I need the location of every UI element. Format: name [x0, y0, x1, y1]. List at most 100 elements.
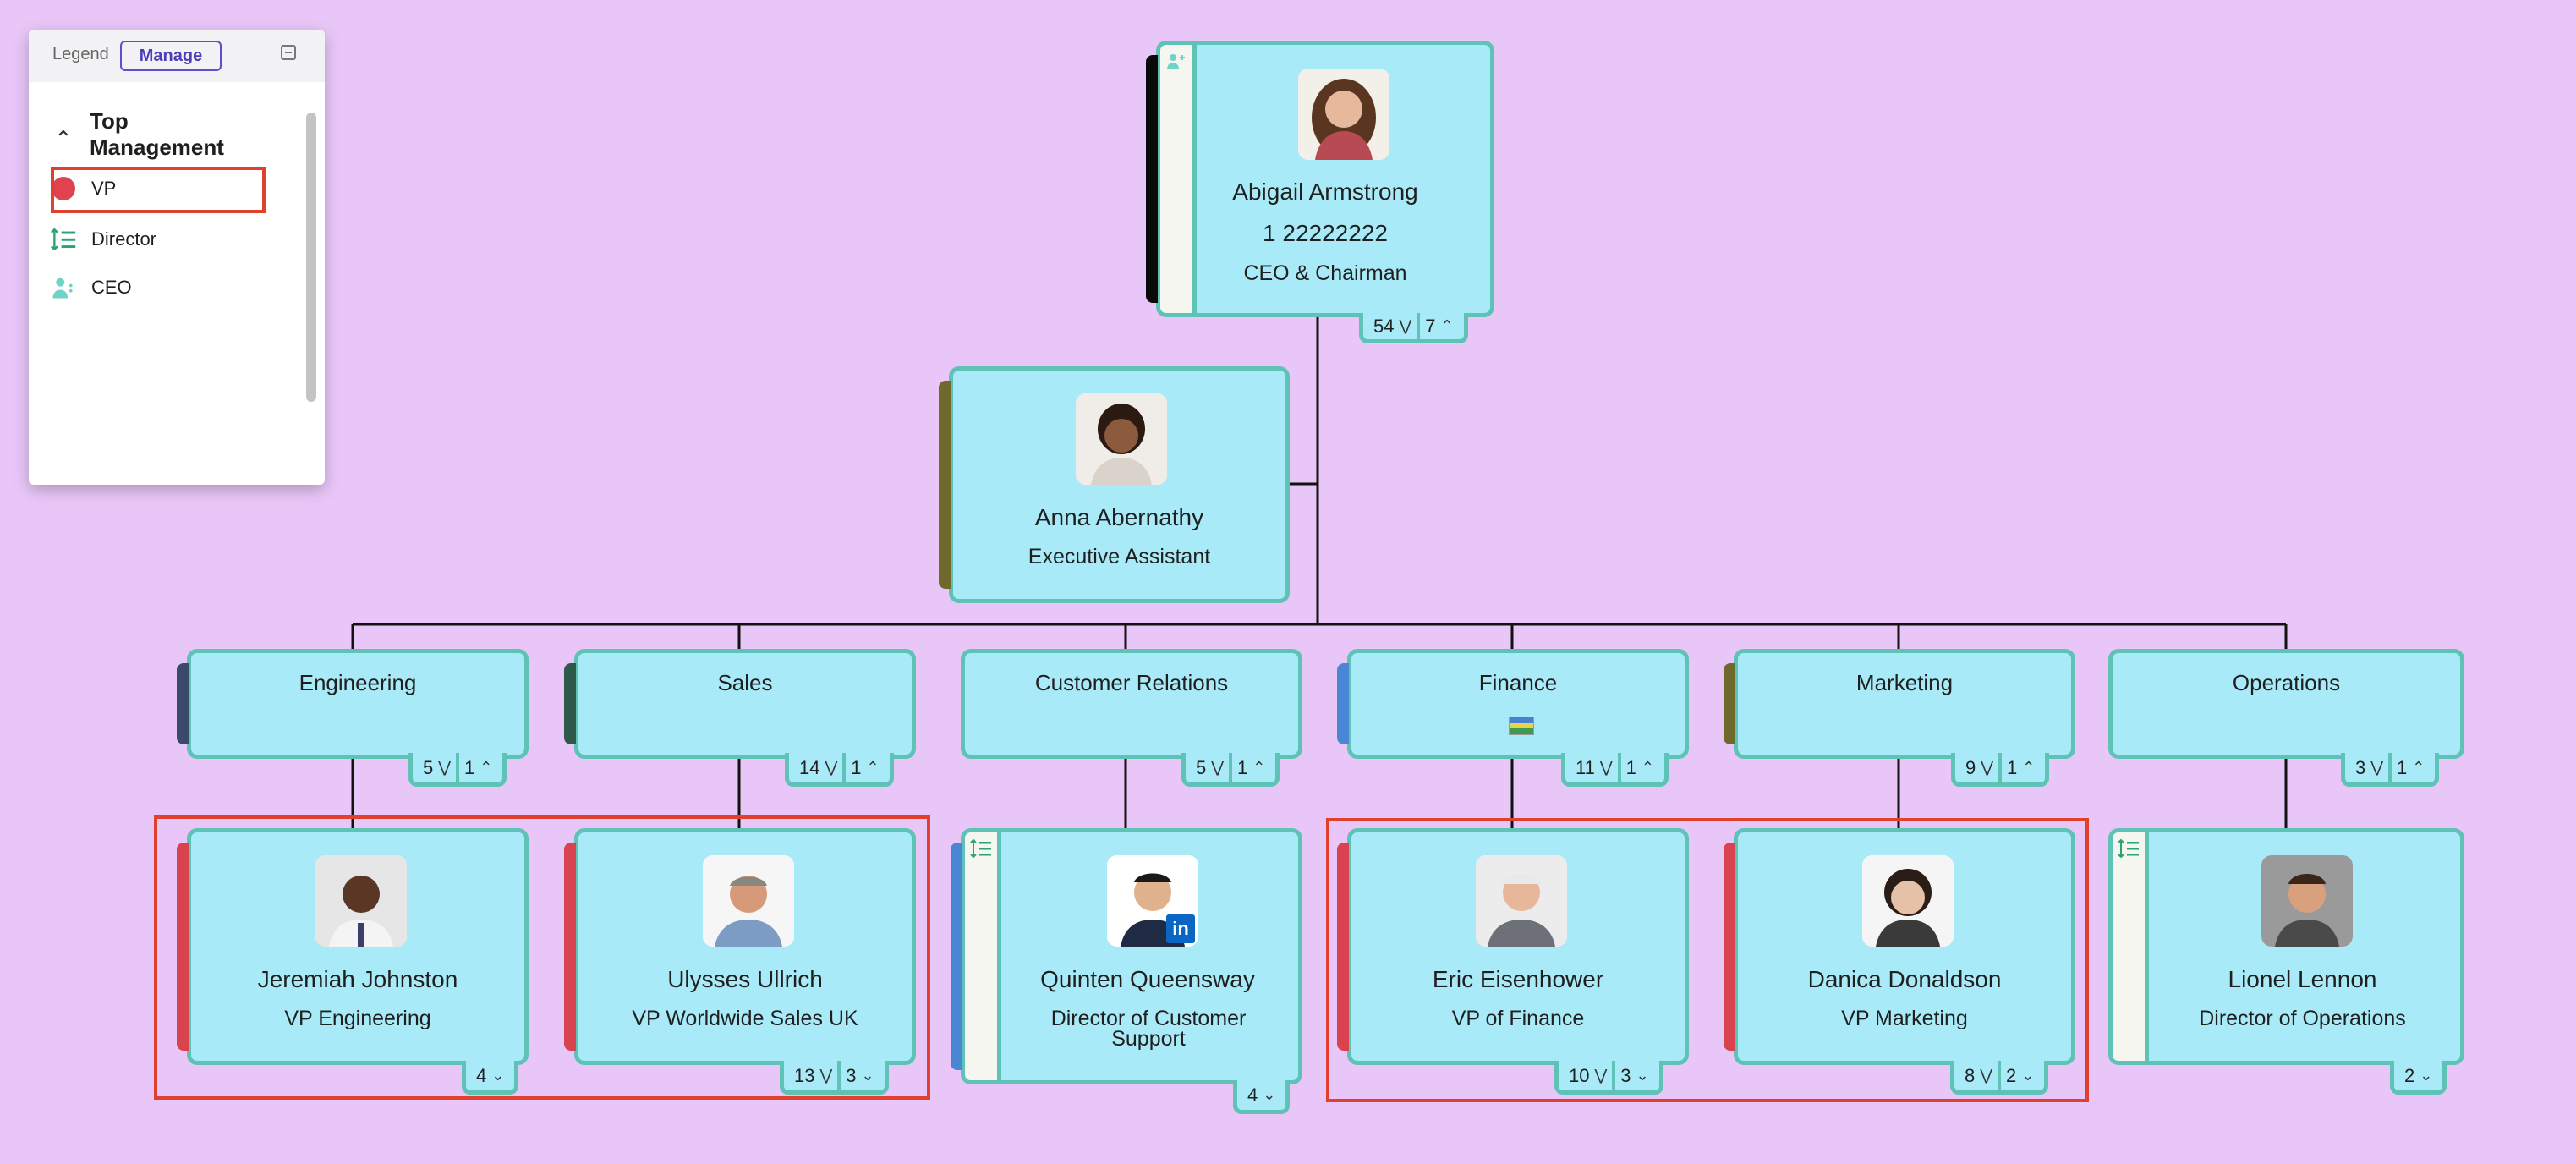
chevron-up-icon: ⌃	[2022, 759, 2036, 776]
department-card-operations[interactable]: Operations	[2108, 649, 2464, 759]
expand-down-button[interactable]: 11⋁	[1570, 753, 1618, 782]
department-name: Marketing	[1855, 670, 1954, 695]
department-card-sales[interactable]: Sales	[564, 649, 916, 759]
collapse-panel-icon[interactable]	[281, 45, 296, 60]
card-color-strip	[1146, 55, 1158, 303]
chevron-up-icon[interactable]: ⌄	[54, 125, 73, 151]
chevron-down-icon: ⌄	[491, 1067, 505, 1084]
expand-down-button[interactable]: 4⌄	[1242, 1080, 1280, 1110]
expand-down-button[interactable]: 4⌄	[471, 1061, 509, 1090]
expand-sideways-button[interactable]: 2⌄	[1998, 1061, 2039, 1090]
card-side-bar	[1160, 45, 1197, 313]
card-color-strip	[564, 843, 576, 1051]
person-card-jeremiah[interactable]: Jeremiah Johnston VP Engineering	[177, 828, 529, 1065]
card-color-strip	[951, 843, 962, 1070]
person-count-pill[interactable]: 4⌄	[1233, 1080, 1291, 1114]
expand-down-button[interactable]: 13⋁	[789, 1061, 837, 1090]
count-below: 10	[1569, 1064, 1590, 1086]
department-name: Finance	[1478, 670, 1558, 695]
legend-scrollbar-thumb[interactable]	[306, 113, 316, 402]
person-card-lionel[interactable]: Lionel Lennon Director of Operations	[2108, 828, 2464, 1065]
expand-sideways-button[interactable]: 3⌄	[837, 1061, 879, 1090]
person-icon	[49, 275, 78, 300]
person-card-ulysses[interactable]: Ulysses Ullrich VP Worldwide Sales UK	[564, 828, 916, 1065]
department-card-marketing[interactable]: Marketing	[1724, 649, 2075, 759]
person-count-pill[interactable]: 4⌄	[462, 1061, 519, 1095]
chevron-down-icon: ⌄	[1636, 1067, 1649, 1084]
expand-down-button[interactable]: 9⋁	[1960, 753, 1998, 782]
person-count-pill[interactable]: 8⋁ 2⌄	[1950, 1061, 2049, 1095]
expand-down-button[interactable]: 14⋁	[794, 753, 842, 782]
department-count-pill[interactable]: 5⋁ 1⌃	[1181, 753, 1280, 787]
person-avatar	[1476, 855, 1567, 947]
card-color-strip	[1337, 843, 1349, 1051]
department-count-pill[interactable]: 9⋁ 1⌃	[1951, 753, 2050, 787]
person-count-pill[interactable]: 13⋁ 3⌄	[780, 1061, 889, 1095]
expand-down-button[interactable]: 5⋁	[1191, 753, 1229, 782]
expand-up-button[interactable]: 7⌃	[1417, 313, 1458, 339]
department-count-pill[interactable]: 3⋁ 1⌃	[2341, 753, 2440, 787]
expand-up-button[interactable]: 1⌃	[1229, 753, 1270, 782]
ceo-name: Abigail Armstrong	[1232, 178, 1418, 205]
count-above: 3	[1620, 1064, 1631, 1086]
expand-down-button[interactable]: 2⌄	[2399, 1061, 2437, 1090]
count-below: 8	[1965, 1064, 1976, 1086]
assistant-card[interactable]: Anna Abernathy Executive Assistant	[939, 366, 1290, 603]
department-card-finance[interactable]: Finance	[1337, 649, 1689, 759]
expand-down-button[interactable]: 3⋁	[2350, 753, 2388, 782]
count-below: 9	[1965, 756, 1976, 778]
card-color-strip	[177, 843, 189, 1051]
ceo-count-pill[interactable]: 54⋁ 7⌃	[1359, 313, 1468, 343]
count-below: 13	[794, 1064, 815, 1086]
person-card-danica[interactable]: Danica Donaldson VP Marketing	[1724, 828, 2075, 1065]
person-count-pill[interactable]: 2⌄	[2390, 1061, 2447, 1095]
department-count-pill[interactable]: 11⋁ 1⌃	[1561, 753, 1669, 787]
person-card-eric[interactable]: Eric Eisenhower VP of Finance	[1337, 828, 1689, 1065]
expand-up-button[interactable]: 1⌃	[2388, 753, 2430, 782]
expand-down-button[interactable]: 8⋁	[1959, 1061, 1998, 1090]
legend-item-director[interactable]: Director	[49, 218, 293, 261]
chevron-up-icon: ⌃	[2412, 759, 2425, 776]
double-chevron-down-icon: ⋁	[1211, 759, 1225, 776]
expand-up-button[interactable]: 1⌃	[1998, 753, 2040, 782]
assistant-avatar	[1076, 393, 1167, 485]
person-title: VP of Finance	[1451, 1007, 1585, 1030]
department-count-pill[interactable]: 14⋁ 1⌃	[785, 753, 894, 787]
department-count-pill[interactable]: 5⋁ 1⌃	[408, 753, 507, 787]
person-avatar	[703, 855, 794, 947]
ceo-card[interactable]: Abigail Armstrong 1 22222222 CEO & Chair…	[1146, 41, 1494, 317]
expand-down-button[interactable]: 54⋁	[1368, 313, 1417, 339]
highlight-box-vp-left	[154, 815, 930, 1100]
expand-up-button[interactable]: 1⌃	[1617, 753, 1659, 782]
person-count-pill[interactable]: 10⋁ 3⌄	[1554, 1061, 1663, 1095]
legend-item-label: Director	[91, 228, 157, 250]
legend-group-title[interactable]: Top Management	[90, 108, 224, 160]
person-avatar: in	[1107, 855, 1198, 947]
double-chevron-down-icon: ⋁	[1981, 759, 1994, 776]
count-below: 11	[1576, 756, 1595, 778]
tab-manage[interactable]: Manage	[120, 41, 222, 71]
legend-item-vp[interactable]: VP	[49, 167, 293, 210]
expand-sideways-button[interactable]: 3⌄	[1612, 1061, 1653, 1090]
tab-legend[interactable]: Legend	[52, 45, 109, 63]
count-below: 4	[1247, 1084, 1258, 1106]
expand-down-button[interactable]: 10⋁	[1564, 1061, 1612, 1090]
legend-item-label: VP	[91, 178, 117, 199]
department-card-customer-relations[interactable]: Customer Relations	[961, 649, 1302, 759]
count-below: 3	[2355, 756, 2366, 778]
chevron-down-icon: ⌄	[2021, 1067, 2035, 1084]
legend-item-ceo[interactable]: CEO	[49, 266, 293, 309]
person-card-quinten[interactable]: in Quinten Queensway Director of Custome…	[951, 828, 1302, 1084]
count-above: 1	[851, 756, 862, 778]
count-above: 1	[464, 756, 475, 778]
double-chevron-down-icon: ⋁	[1980, 1067, 1993, 1084]
count-below: 5	[1196, 756, 1207, 778]
department-card-engineering[interactable]: Engineering	[177, 649, 529, 759]
expand-up-button[interactable]: 1⌃	[842, 753, 884, 782]
person-name: Eric Eisenhower	[1432, 966, 1604, 992]
person-title: Director of Customer Support	[1050, 1007, 1247, 1051]
count-above: 3	[846, 1064, 857, 1086]
expand-up-button[interactable]: 1⌃	[456, 753, 497, 782]
expand-down-button[interactable]: 5⋁	[418, 753, 456, 782]
